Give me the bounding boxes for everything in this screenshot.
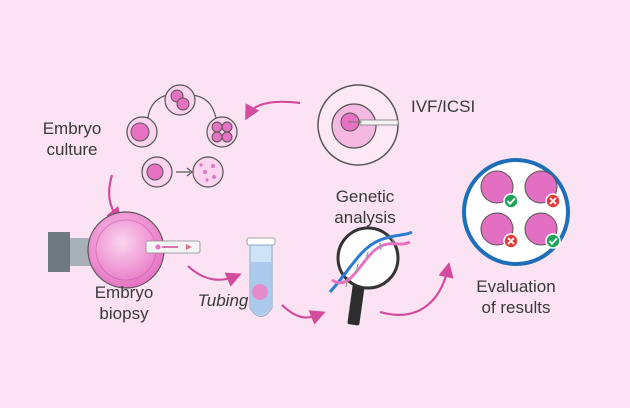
evaluated-embryo xyxy=(524,170,561,209)
evaluation-label: Evaluation of results xyxy=(466,276,566,318)
cross-mark xyxy=(549,197,557,205)
embryo-biopsy-label: Embryo biopsy xyxy=(88,282,160,324)
ivf-icsi-illustration xyxy=(317,84,399,166)
embryo-cell xyxy=(480,170,514,204)
embryo-culture-label-line1: Embryo xyxy=(42,119,102,138)
evaluated-embryo xyxy=(480,212,519,249)
evaluation-label-line1: Evaluation xyxy=(476,277,556,296)
test-tube-icon xyxy=(246,237,276,317)
check-icon xyxy=(545,233,561,249)
ivf-icsi-label: IVF/ICSI xyxy=(411,97,476,116)
genetic-analysis-label-line1: Genetic xyxy=(335,187,395,206)
embryo-culture-label: Embryo culture xyxy=(36,118,108,160)
arrow-ivf-to-culture xyxy=(245,100,301,121)
embryo-biopsy-label-line2: biopsy xyxy=(99,304,149,323)
magnifier-dna-illustration xyxy=(328,226,413,326)
process-arrows xyxy=(106,100,454,325)
evaluated-embryo xyxy=(524,212,561,249)
arrow-biopsy-to-tubing xyxy=(187,265,242,287)
check-mark xyxy=(506,197,516,206)
evaluation-label-line2: of results xyxy=(481,298,551,317)
embryo-culture-cells xyxy=(126,84,238,188)
genetic-analysis-label: Genetic analysis xyxy=(326,186,404,228)
evaluated-embryo xyxy=(480,170,519,209)
arrow-tubing-to-analysis xyxy=(281,304,326,325)
check-mark xyxy=(548,237,558,246)
genetic-analysis-label-line2: analysis xyxy=(334,208,396,227)
embryo-biopsy-label-line1: Embryo xyxy=(94,283,154,302)
embryo-culture-label-line2: culture xyxy=(46,140,98,159)
check-icon xyxy=(503,193,519,209)
arrow-analysis-to-evaluation xyxy=(379,261,454,316)
tubing-label: Tubing xyxy=(197,291,249,310)
cross-mark xyxy=(507,237,515,245)
embryo-biopsy-illustration xyxy=(48,211,201,289)
